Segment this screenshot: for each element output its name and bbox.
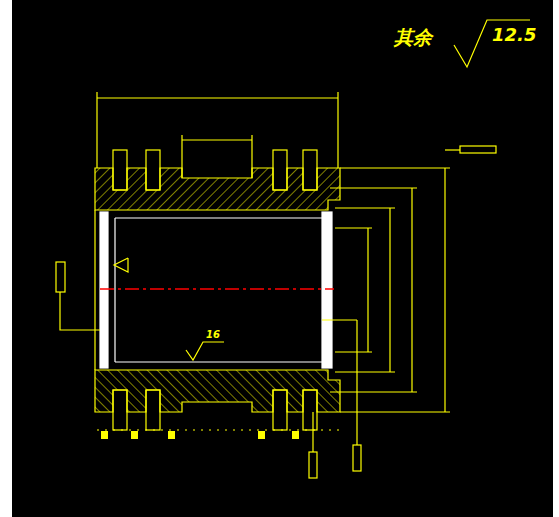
- roughness-value: 12.5: [492, 26, 536, 44]
- note-text: 其余: [394, 28, 432, 47]
- center-line: [100, 288, 334, 290]
- drawing-ground: [12, 0, 553, 517]
- right-end-face: [322, 212, 332, 368]
- left-end-face: [100, 212, 108, 368]
- roughness-value: 16: [206, 330, 220, 340]
